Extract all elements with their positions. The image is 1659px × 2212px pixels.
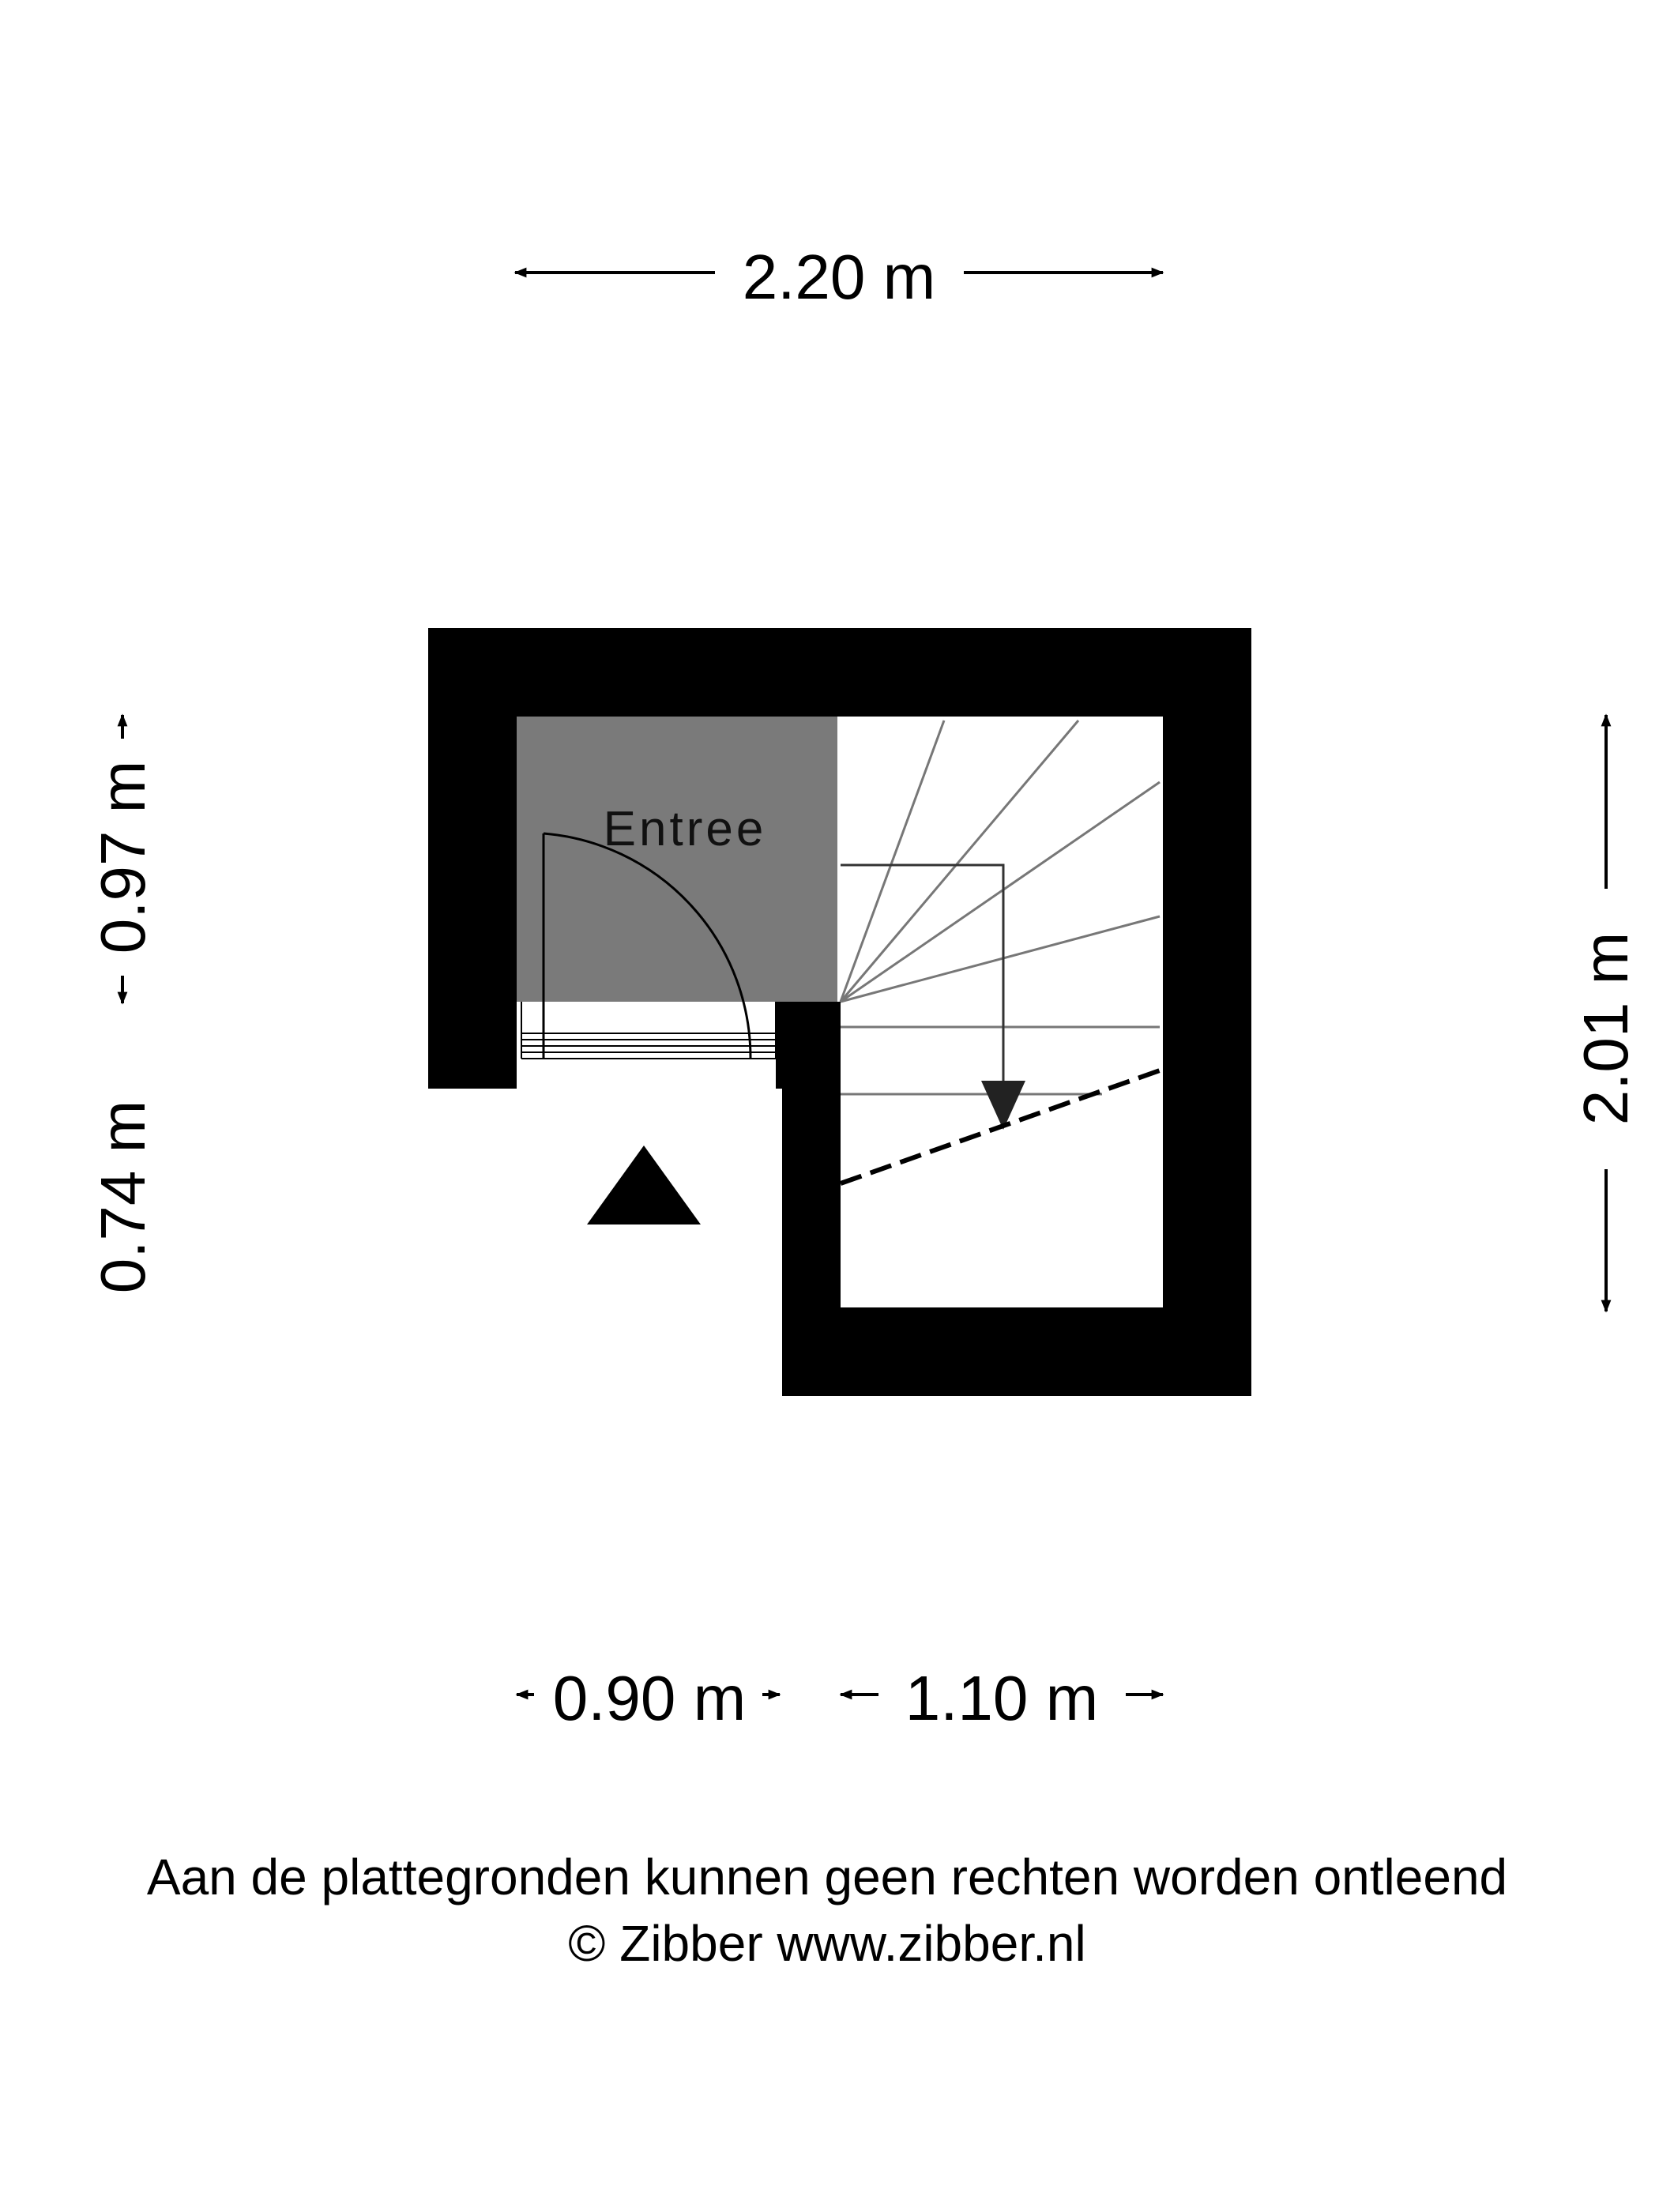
wall-top [428, 628, 1251, 717]
dim-bottom-left: 0.90 m [553, 1663, 747, 1733]
walls [428, 628, 1251, 1396]
dim-left-upper: 0.97 m [88, 761, 158, 954]
door-arc [543, 832, 752, 1059]
dim-left-lower: 0.74 m [88, 1100, 158, 1294]
entrance-marker-icon [587, 1146, 701, 1224]
room-label-entree: Entree [604, 802, 767, 856]
door-threshold [521, 1002, 777, 1059]
door-swing [542, 832, 752, 1059]
stair-walk-line [841, 863, 1005, 1094]
stair-cut-line [839, 1068, 1161, 1186]
wall-stair-left [782, 1002, 841, 1396]
wall-left [428, 628, 517, 1089]
dimension-right: 2.01 m [1571, 713, 1641, 1313]
stair-area [841, 720, 1160, 1307]
dimension-bottom: 0.90 m 1.10 m [515, 1663, 1164, 1733]
entree-floor [517, 717, 837, 1002]
wall-right [1163, 628, 1251, 1396]
dim-right-height: 2.01 m [1571, 932, 1641, 1126]
wall-bottom [782, 1307, 1251, 1396]
footer-disclaimer: Aan de plattegronden kunnen geen rechten… [147, 1849, 1507, 1905]
dimension-left-upper: 0.97 m [88, 713, 158, 1005]
footer-copyright: © Zibber www.zibber.nl [568, 1915, 1085, 1972]
stair-treads [839, 720, 1161, 1096]
dim-bottom-right: 1.10 m [905, 1663, 1099, 1733]
dim-top-width: 2.20 m [743, 242, 936, 312]
dimension-top: 2.20 m [514, 242, 1164, 312]
stair-direction-arrow [981, 1081, 1025, 1130]
dimension-left-lower: 0.74 m [88, 1100, 158, 1294]
